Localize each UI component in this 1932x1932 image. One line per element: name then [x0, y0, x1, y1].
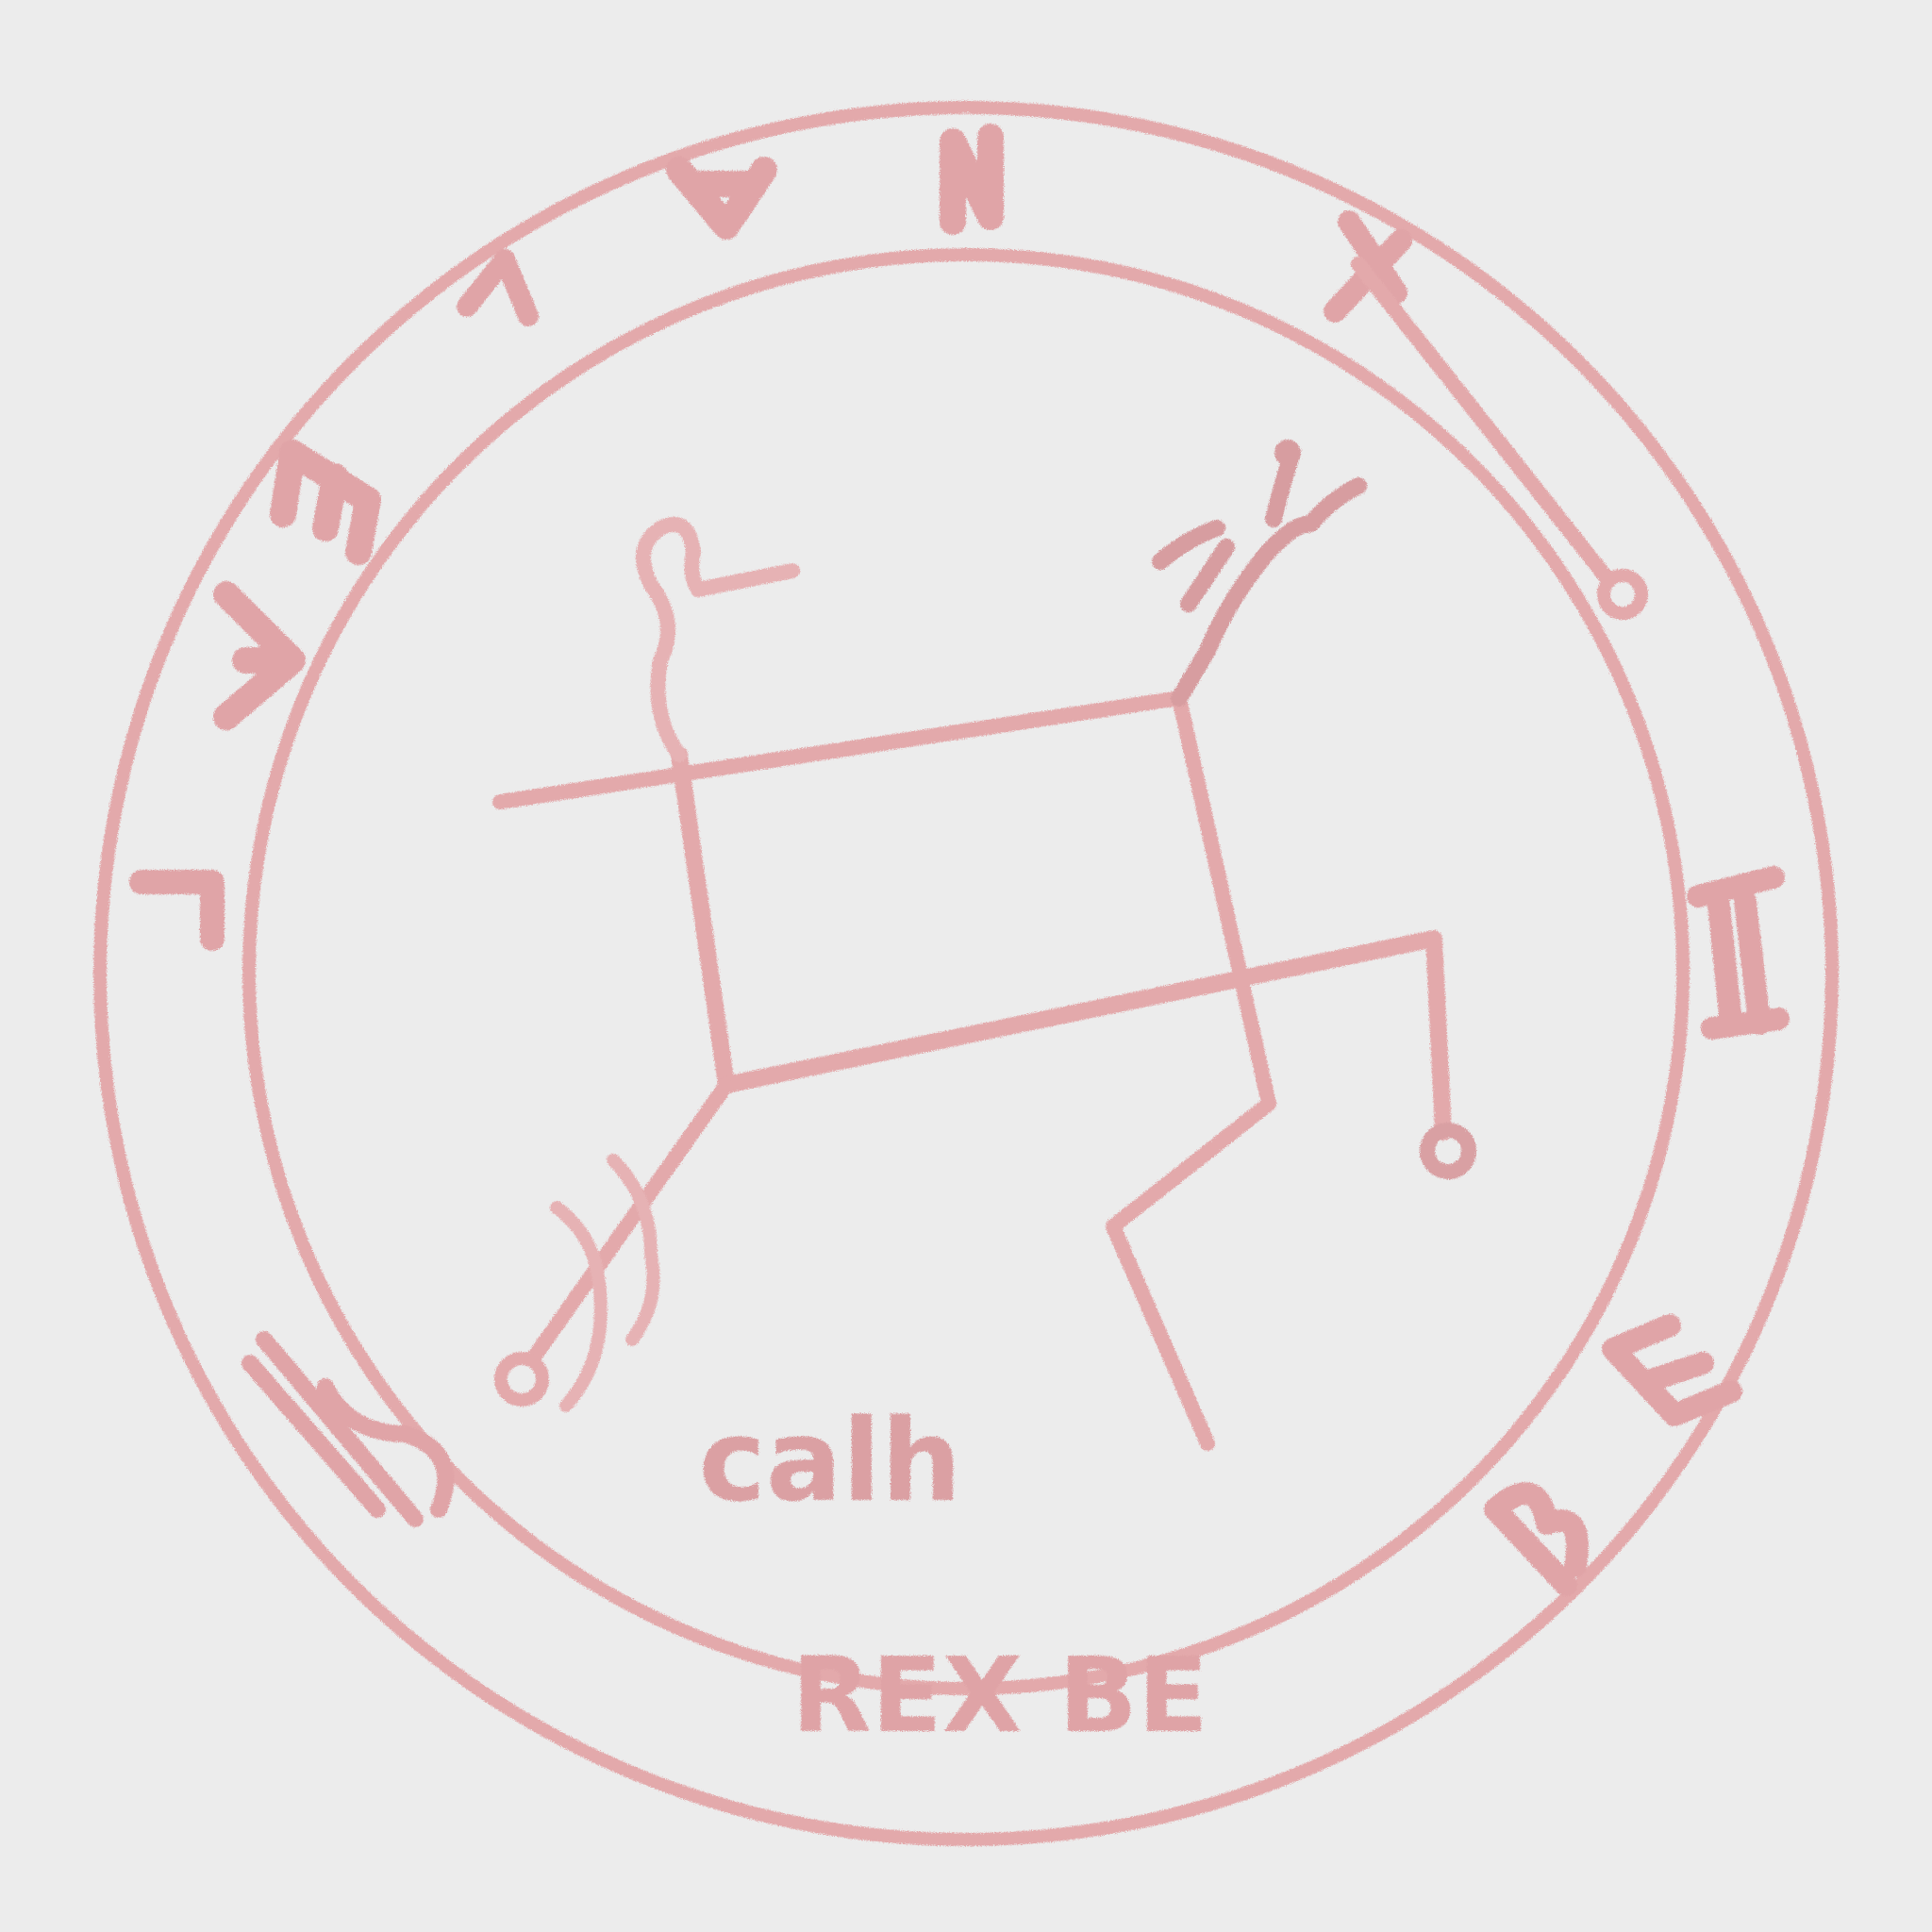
- glyph-hook: [242, 1331, 455, 1527]
- sigil-right-leg: [1106, 1096, 1276, 1451]
- sigil-diagonal-top: [1351, 257, 1616, 588]
- sigil-scroll-left-2: [607, 1154, 660, 1346]
- sigil-top-right-figure: [1152, 444, 1367, 707]
- sigil-hook-figure: [636, 516, 800, 762]
- glyph-V: [457, 249, 539, 326]
- sigil-right-post: [1172, 691, 1276, 1111]
- sigil-top-bar: [492, 691, 1187, 809]
- ring-text-naveal: NAVEAL: [962, 112, 972, 114]
- glyph-B: [1484, 1482, 1589, 1596]
- glyph-A2: [213, 581, 306, 730]
- sigil-head-dot: [1274, 440, 1301, 466]
- outer-ring: [93, 101, 1839, 1846]
- glyph-N: [940, 124, 1004, 235]
- glyph-gemini: [1687, 866, 1790, 1040]
- inner-ring: [242, 248, 1690, 1695]
- ring-letters: [129, 124, 1790, 1596]
- sigil-left-post: [671, 746, 735, 1093]
- glyph-E: [270, 440, 381, 565]
- sigil-lower-bar: [718, 930, 1452, 1141]
- glyph-L: [129, 870, 225, 951]
- sigil-end-circle-left: [494, 1352, 549, 1407]
- inner-label: calh: [699, 1396, 962, 1527]
- glyph-A: [666, 157, 777, 240]
- sigil-end-circle-right: [1420, 1123, 1476, 1179]
- central-sigil: [492, 257, 1648, 1451]
- ring-text-rex: REX BE: [791, 1635, 1208, 1756]
- sigil-left-diagonal: [525, 1077, 734, 1366]
- glyph-E2: [1602, 1314, 1742, 1426]
- sigil-scroll-left: [550, 1201, 608, 1412]
- sigil-end-circle-top: [1597, 569, 1648, 620]
